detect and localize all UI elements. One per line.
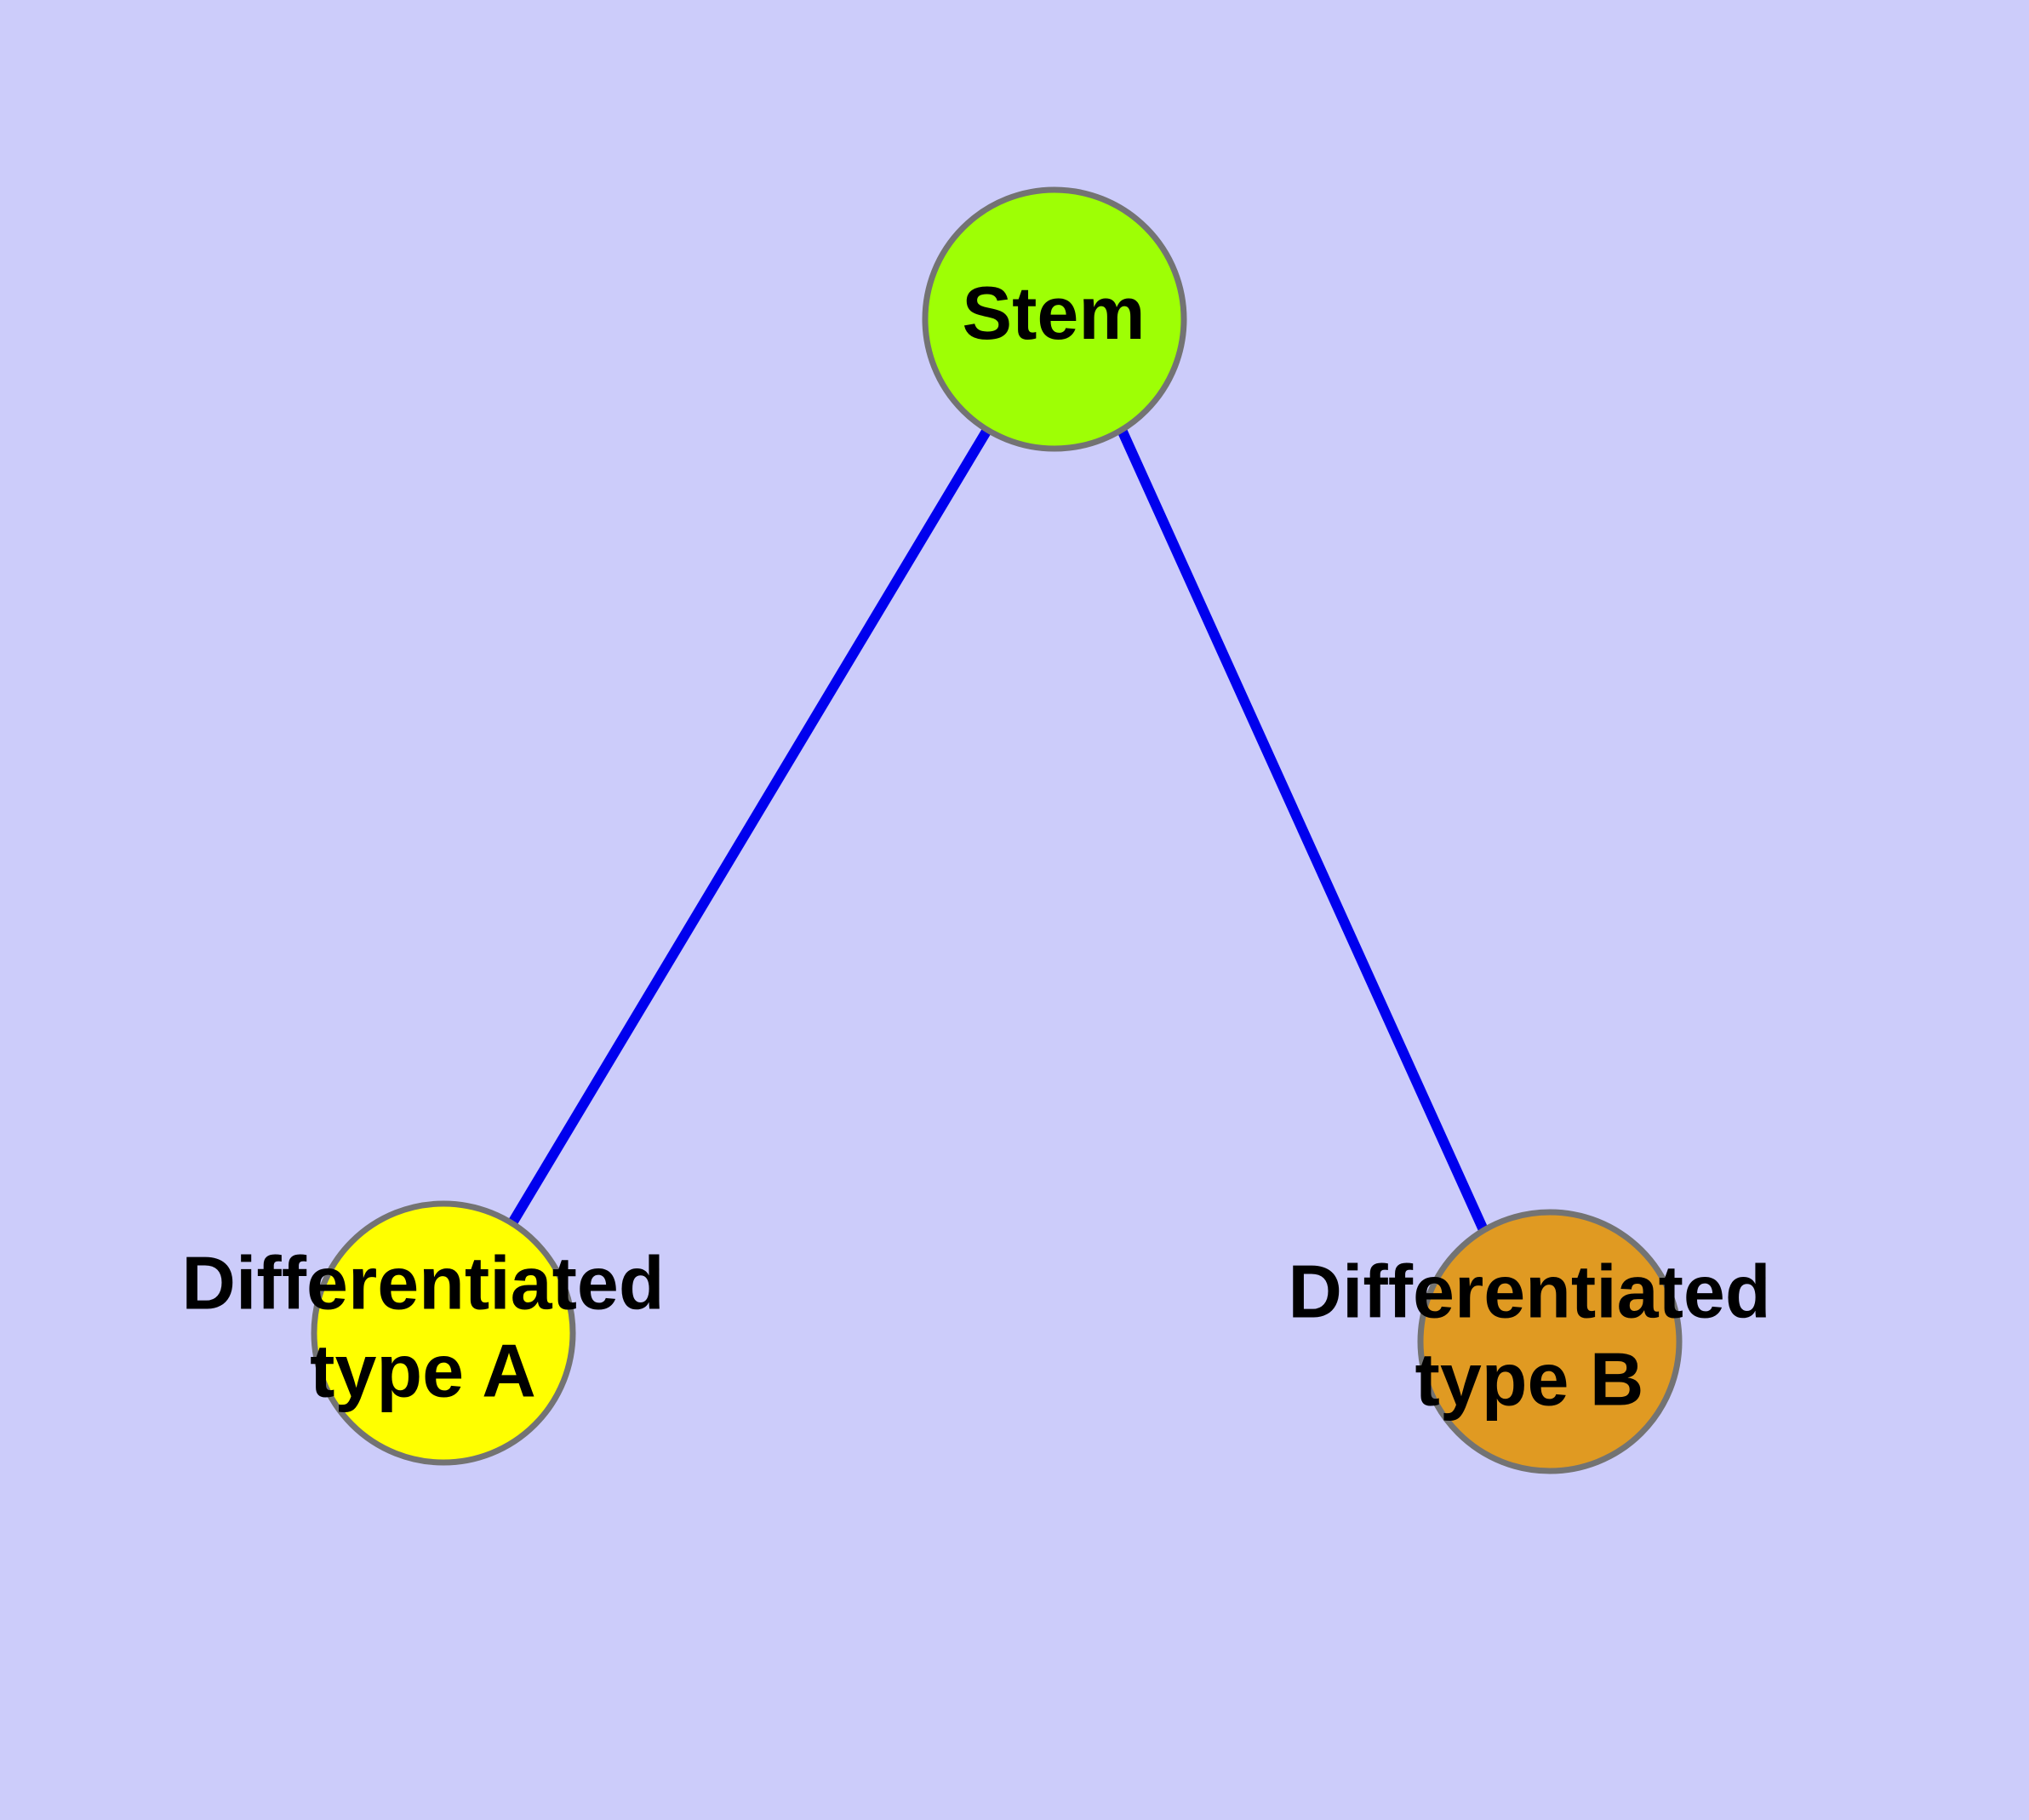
- node-differentiated-type-b[interactable]: [1417, 1209, 1683, 1474]
- edge-stem-to-differentiated-type-b[interactable]: [1117, 427, 1489, 1234]
- nodes-layer: [311, 186, 1683, 1474]
- node-differentiated-type-a[interactable]: [311, 1200, 576, 1466]
- node-circle-differentiated-type-a[interactable]: [311, 1200, 576, 1466]
- node-circle-differentiated-type-b[interactable]: [1417, 1209, 1683, 1474]
- edge-stem-to-differentiated-type-a[interactable]: [506, 426, 992, 1229]
- node-circle-stem[interactable]: [922, 186, 1187, 452]
- node-stem[interactable]: [922, 186, 1187, 452]
- edges-layer: [506, 426, 1489, 1234]
